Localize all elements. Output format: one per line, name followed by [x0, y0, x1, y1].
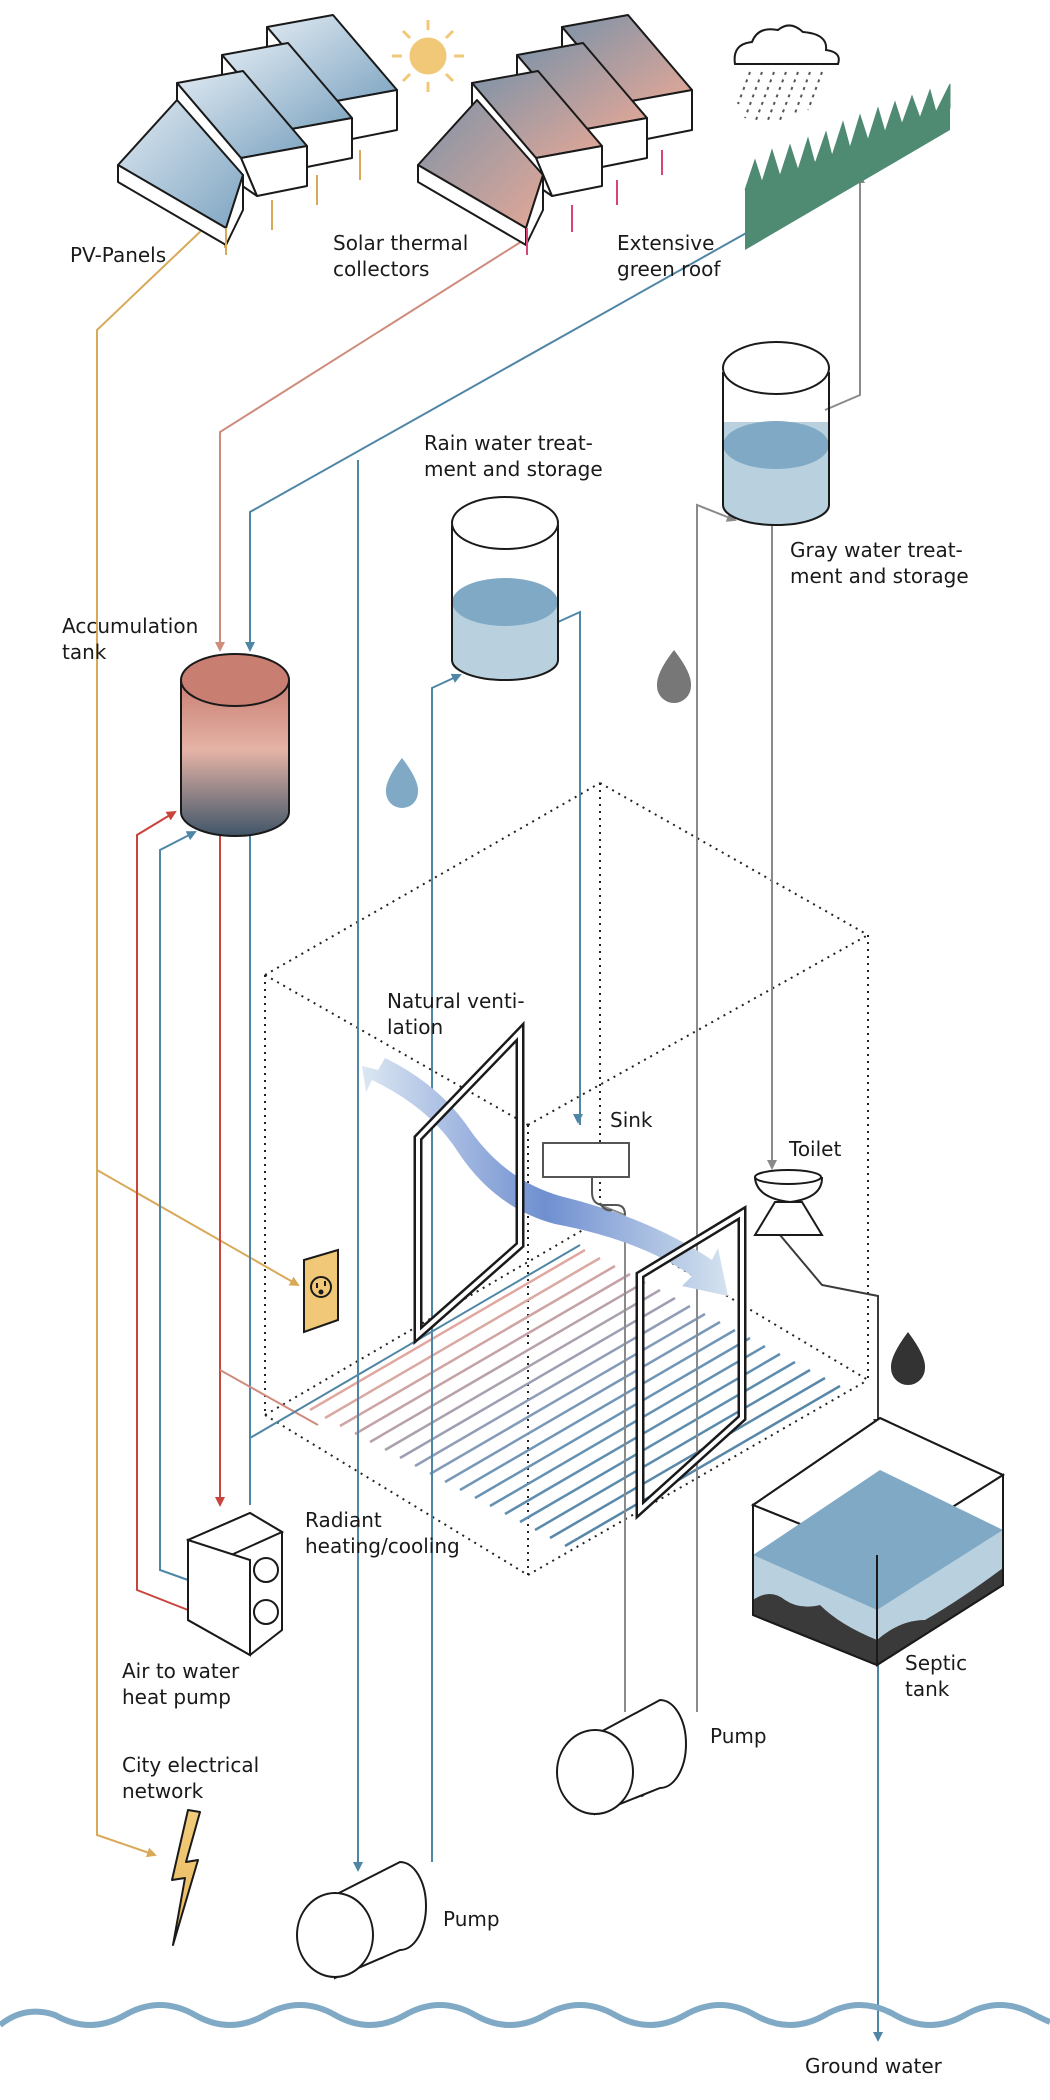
accumulation-tank-label-line2: tank	[62, 640, 107, 664]
radiant-label-line2: heating/cooling	[305, 1534, 460, 1558]
pv-wiring	[225, 150, 361, 255]
toilet-label: Toilet	[788, 1137, 841, 1161]
ventilation-label-line2: lation	[387, 1015, 443, 1039]
rain-drop-icon	[385, 758, 419, 808]
rain-water-label-line2: ment and storage	[424, 457, 603, 481]
solar-thermal-label-line1: Solar thermal	[333, 231, 468, 255]
ground-water-label: Ground water	[805, 2054, 943, 2078]
solar-thermal-label-line2: collectors	[333, 257, 429, 281]
green-roof-line	[245, 231, 749, 1872]
electrical-outlet-icon	[303, 1248, 339, 1334]
window-right	[635, 1204, 747, 1521]
toilet	[753, 1169, 824, 1236]
city-electrical-label-line1: City electrical	[122, 1753, 259, 1777]
green-roof	[744, 83, 951, 250]
sink	[542, 1142, 630, 1216]
heat-pump-label-line2: heat pump	[122, 1685, 231, 1709]
heat-pump-label-line1: Air to water	[122, 1659, 240, 1683]
green-roof-label-line2: green roof	[617, 257, 721, 281]
black-drop-icon	[890, 1332, 926, 1385]
gray-water-pump	[556, 1698, 687, 1816]
gray-water-label-line2: ment and storage	[790, 564, 969, 588]
pv-panels-label: PV-Panels	[70, 243, 166, 267]
lightning-bolt-icon	[171, 1809, 201, 1946]
septic-tank-label-line2: tank	[905, 1677, 950, 1701]
rain-water-pump	[296, 1860, 427, 1980]
accumulation-tank-label-line1: Accumulation	[62, 614, 198, 638]
sun-icon	[392, 20, 464, 92]
pv-panels	[117, 14, 398, 246]
toilet-drain-line	[779, 1234, 883, 1429]
radiant-label-line1: Radiant	[305, 1508, 382, 1532]
city-electrical-label-line2: network	[122, 1779, 204, 1803]
septic-tank-label-line1: Septic	[905, 1651, 967, 1675]
septic-tank	[750, 1416, 1006, 1667]
sink-label: Sink	[610, 1108, 653, 1132]
gray-water-tank	[722, 341, 830, 526]
gray-pump-label: Pump	[710, 1724, 767, 1748]
green-roof-label-line1: Extensive	[617, 231, 714, 255]
air-to-water-heat-pump	[185, 1511, 285, 1657]
rain-water-tank	[451, 496, 559, 681]
solar-thermal-collectors	[417, 14, 693, 255]
ground-water-wave	[0, 2002, 1050, 2028]
rain-cloud-icon	[733, 24, 840, 121]
radiant-floor-coils	[309, 1248, 841, 1548]
heat-pump-loop	[136, 810, 581, 1611]
window-left	[413, 1020, 525, 1345]
ventilation-label-line1: Natural venti-	[387, 989, 525, 1013]
labels: PV-Panels Solar thermal collectors Exten…	[62, 231, 969, 2078]
gray-drop-icon	[656, 650, 692, 703]
rain-pump-label: Pump	[443, 1907, 500, 1931]
rain-water-label-line1: Rain water treat-	[424, 431, 593, 455]
gray-water-label-line1: Gray water treat-	[790, 538, 963, 562]
rain-water-line	[431, 610, 583, 1862]
accumulation-tank	[180, 653, 290, 837]
natural-ventilation-arrow	[362, 1058, 728, 1296]
